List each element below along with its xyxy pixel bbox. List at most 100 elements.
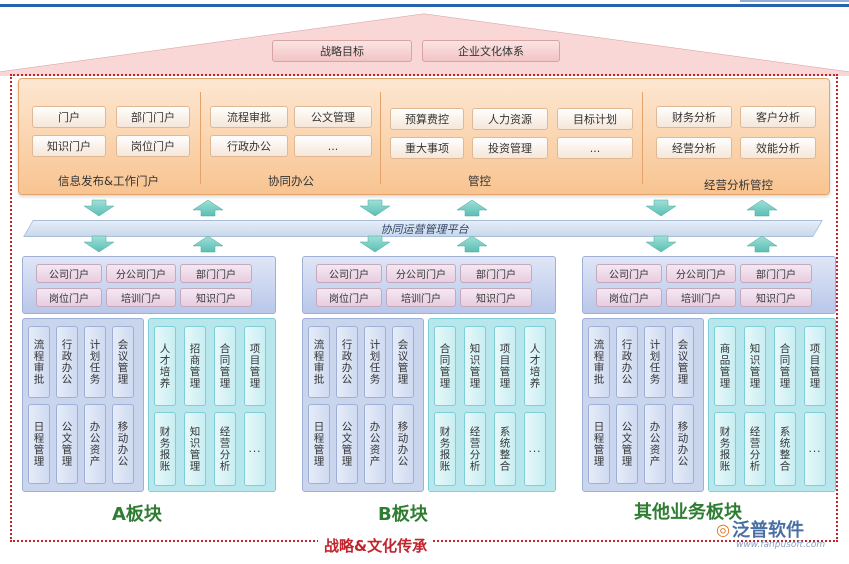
major-matters-button[interactable]: 重大事项 [390, 137, 464, 159]
module-cell[interactable]: 办公资产 [84, 404, 106, 484]
culture-system-button[interactable]: 企业文化体系 [422, 40, 560, 62]
module-cell[interactable]: 财务报账 [154, 412, 176, 486]
department-portal-button[interactable]: 部门门户 [116, 106, 190, 128]
module-cell[interactable]: 知识管理 [184, 412, 206, 486]
knowledge-portal-button[interactable]: 知识门户 [740, 288, 812, 307]
module-cell[interactable]: 合同管理 [214, 326, 236, 406]
panel-divider [200, 92, 201, 184]
knowledge-portal-button[interactable]: 知识门户 [180, 288, 252, 307]
module-cell[interactable]: 会议管理 [672, 326, 694, 398]
group-label-analysis: 经营分析管控 [704, 178, 773, 192]
position-portal-button[interactable]: 岗位门户 [596, 288, 662, 307]
more-button[interactable]: ... [557, 137, 633, 159]
module-cell[interactable]: 办公资产 [364, 404, 386, 484]
block-other-label: 其他业务板块 [634, 502, 742, 523]
module-cell[interactable]: 合同管理 [774, 326, 796, 406]
company-portal-button[interactable]: 公司门户 [36, 264, 102, 283]
company-portal-button[interactable]: 公司门户 [596, 264, 662, 283]
module-cell[interactable]: 会议管理 [112, 326, 134, 398]
department-portal-button[interactable]: 部门门户 [740, 264, 812, 283]
module-cell[interactable]: 经营分析 [744, 412, 766, 486]
module-cell[interactable]: 流程审批 [588, 326, 610, 398]
document-management-button[interactable]: 公文管理 [294, 106, 372, 128]
module-cell[interactable]: 招商管理 [184, 326, 206, 406]
brand-logo: ◎ 泛普软件 [716, 516, 804, 542]
module-cell[interactable]: 公文管理 [336, 404, 358, 484]
training-portal-button[interactable]: 培训门户 [386, 288, 456, 307]
module-cell[interactable]: 日程管理 [588, 404, 610, 484]
hr-button[interactable]: 人力资源 [472, 108, 548, 130]
module-cell[interactable]: 计划任务 [644, 326, 666, 398]
position-portal-button[interactable]: 岗位门户 [36, 288, 102, 307]
module-cell[interactable]: 行政办公 [56, 326, 78, 398]
workflow-approval-button[interactable]: 流程审批 [210, 106, 288, 128]
position-portal-button[interactable]: 岗位门户 [116, 135, 190, 157]
logo-text: 泛普软件 [731, 520, 804, 541]
budget-control-button[interactable]: 预算费控 [390, 108, 464, 130]
admin-office-button[interactable]: 行政办公 [210, 135, 288, 157]
module-cell[interactable]: 日程管理 [308, 404, 330, 484]
module-cell[interactable]: 人才培养 [154, 326, 176, 406]
more-cell[interactable]: ... [244, 412, 266, 486]
module-cell[interactable]: 计划任务 [364, 326, 386, 398]
module-cell[interactable]: 移动办公 [672, 404, 694, 484]
group-label-collab: 协同办公 [268, 174, 314, 188]
knowledge-portal-button[interactable]: 知识门户 [32, 135, 106, 157]
customer-analysis-button[interactable]: 客户分析 [740, 106, 816, 128]
module-cell[interactable]: 计划任务 [84, 326, 106, 398]
group-label-control: 管控 [468, 174, 491, 188]
group-label-portal: 信息发布&工作门户 [58, 174, 159, 188]
module-cell[interactable]: 行政办公 [616, 326, 638, 398]
module-cell[interactable]: 人才培养 [524, 326, 546, 406]
module-cell[interactable]: 办公资产 [644, 404, 666, 484]
branch-portal-button[interactable]: 分公司门户 [106, 264, 176, 283]
goal-plan-button[interactable]: 目标计划 [557, 108, 633, 130]
module-cell[interactable]: 公文管理 [616, 404, 638, 484]
module-cell[interactable]: 项目管理 [494, 326, 516, 406]
module-cell[interactable]: 流程审批 [28, 326, 50, 398]
more-cell[interactable]: ... [524, 412, 546, 486]
investment-button[interactable]: 投资管理 [472, 137, 548, 159]
module-cell[interactable]: 日程管理 [28, 404, 50, 484]
module-cell[interactable]: 合同管理 [434, 326, 456, 406]
department-portal-button[interactable]: 部门门户 [460, 264, 532, 283]
module-cell[interactable]: 经营分析 [464, 412, 486, 486]
module-cell[interactable]: 知识管理 [744, 326, 766, 406]
position-portal-button[interactable]: 岗位门户 [316, 288, 382, 307]
training-portal-button[interactable]: 培训门户 [666, 288, 736, 307]
knowledge-portal-button[interactable]: 知识门户 [460, 288, 532, 307]
module-cell[interactable]: 流程审批 [308, 326, 330, 398]
training-portal-button[interactable]: 培训门户 [106, 288, 176, 307]
platform-label: 协同运营管理平台 [380, 223, 469, 236]
module-cell[interactable]: 移动办公 [112, 404, 134, 484]
panel-divider [380, 92, 381, 184]
logo-url: www.fanpusoft.com [736, 540, 826, 550]
branch-portal-button[interactable]: 分公司门户 [386, 264, 456, 283]
block-b-label: B板块 [378, 504, 428, 525]
more-button[interactable]: ... [294, 135, 372, 157]
branch-portal-button[interactable]: 分公司门户 [666, 264, 736, 283]
module-cell[interactable]: 会议管理 [392, 326, 414, 398]
module-cell[interactable]: 知识管理 [464, 326, 486, 406]
module-cell[interactable]: 移动办公 [392, 404, 414, 484]
efficiency-analysis-button[interactable]: 效能分析 [740, 137, 816, 159]
more-cell[interactable]: ... [804, 412, 826, 486]
module-cell[interactable]: 公文管理 [56, 404, 78, 484]
module-cell[interactable]: 项目管理 [804, 326, 826, 406]
operation-analysis-button[interactable]: 经营分析 [656, 137, 732, 159]
top-rule-accent [740, 0, 849, 2]
module-cell[interactable]: 系统整合 [774, 412, 796, 486]
portal-button[interactable]: 门户 [32, 106, 106, 128]
strategy-goal-button[interactable]: 战略目标 [272, 40, 412, 62]
module-cell[interactable]: 财务报账 [714, 412, 736, 486]
module-cell[interactable]: 系统整合 [494, 412, 516, 486]
finance-analysis-button[interactable]: 财务分析 [656, 106, 732, 128]
company-portal-button[interactable]: 公司门户 [316, 264, 382, 283]
module-cell[interactable]: 行政办公 [336, 326, 358, 398]
module-cell[interactable]: 商品管理 [714, 326, 736, 406]
department-portal-button[interactable]: 部门门户 [180, 264, 252, 283]
panel-divider [642, 92, 643, 184]
module-cell[interactable]: 财务报账 [434, 412, 456, 486]
module-cell[interactable]: 项目管理 [244, 326, 266, 406]
module-cell[interactable]: 经营分析 [214, 412, 236, 486]
